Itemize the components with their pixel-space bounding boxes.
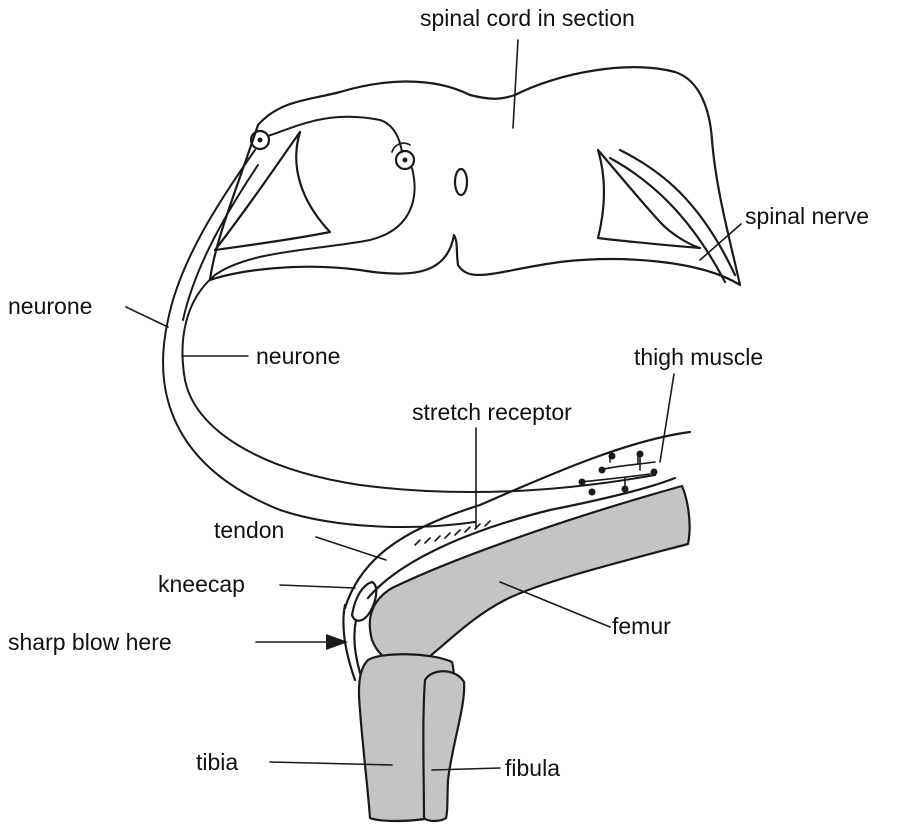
sensory-neurone — [163, 117, 475, 527]
label-spinal-cord: spinal cord in section — [420, 5, 635, 31]
central-canal — [455, 169, 467, 195]
label-femur: femur — [612, 613, 671, 639]
label-spinal-nerve: spinal nerve — [745, 203, 869, 229]
motor-neurone — [183, 143, 655, 492]
label-stretch-receptor: stretch receptor — [412, 399, 572, 425]
label-sharp-blow: sharp blow here — [8, 629, 172, 655]
label-neurone-outer: neurone — [8, 293, 92, 319]
label-neurone-inner: neurone — [256, 343, 340, 369]
sharp-blow-arrow — [256, 634, 348, 650]
label-fibula: fibula — [505, 755, 560, 781]
label-tibia: tibia — [196, 749, 238, 775]
fibula-bone — [423, 671, 464, 821]
label-tendon: tendon — [214, 517, 284, 543]
label-kneecap: kneecap — [158, 571, 245, 597]
grey-matter-left — [215, 132, 330, 250]
label-thigh-muscle: thigh muscle — [634, 344, 763, 370]
